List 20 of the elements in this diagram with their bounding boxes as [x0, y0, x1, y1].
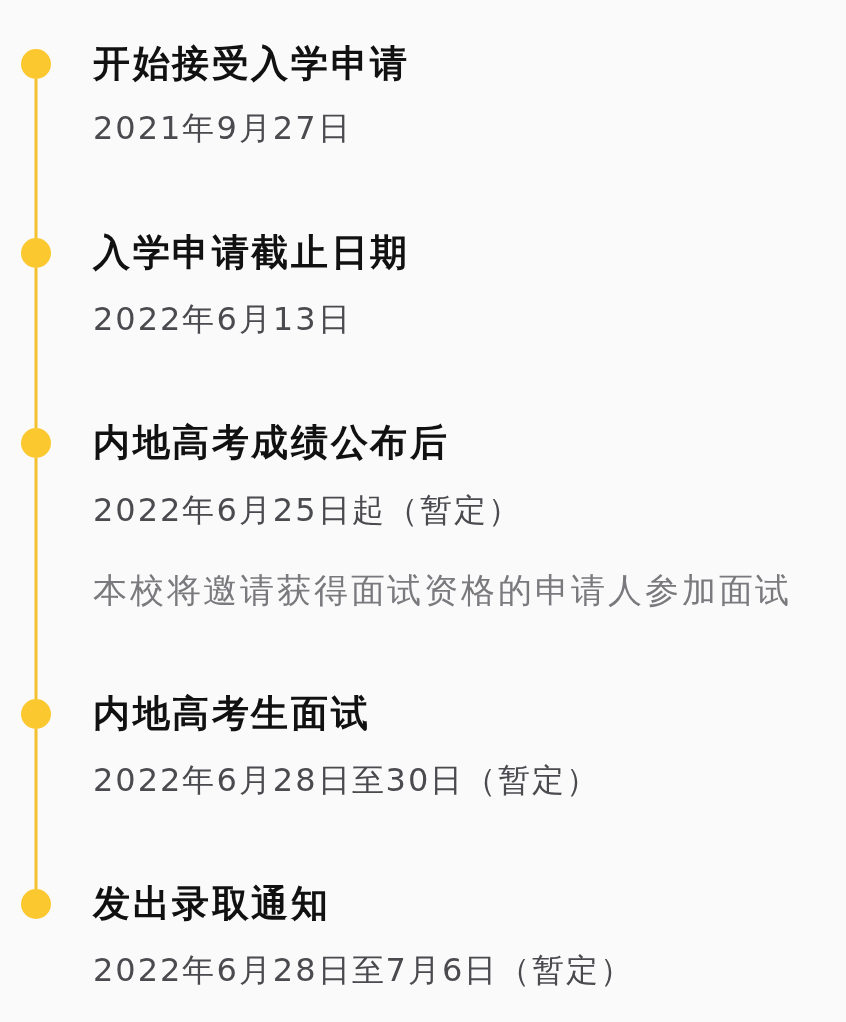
date-text: 2022年6月25日起（暂定） [93, 490, 522, 530]
timeline-line [34, 268, 38, 428]
date-text: 2021年9月27日 [93, 108, 352, 148]
milestone-title: 发出录取通知 [93, 882, 331, 926]
timeline-dot [21, 238, 51, 268]
note-text: 本校将邀请获得面试资格的申请人参加面试 [93, 569, 793, 611]
timeline-dot [21, 889, 51, 919]
date-text: 2022年6月13日 [93, 299, 352, 339]
timeline-line [34, 79, 38, 238]
milestone-title: 内地高考成绩公布后 [93, 421, 450, 465]
timeline-dot [21, 428, 51, 458]
milestone-title: 内地高考生面试 [93, 692, 371, 736]
milestone-title: 开始接受入学申请 [93, 42, 410, 86]
timeline-line [34, 458, 38, 699]
date-text: 2022年6月28日至30日（暂定） [93, 760, 601, 800]
timeline-dot [21, 699, 51, 729]
milestone-title: 入学申请截止日期 [93, 231, 410, 275]
timeline-dot [21, 49, 51, 79]
date-text: 2022年6月28日至7月6日（暂定） [93, 950, 635, 990]
timeline-line [34, 729, 38, 889]
